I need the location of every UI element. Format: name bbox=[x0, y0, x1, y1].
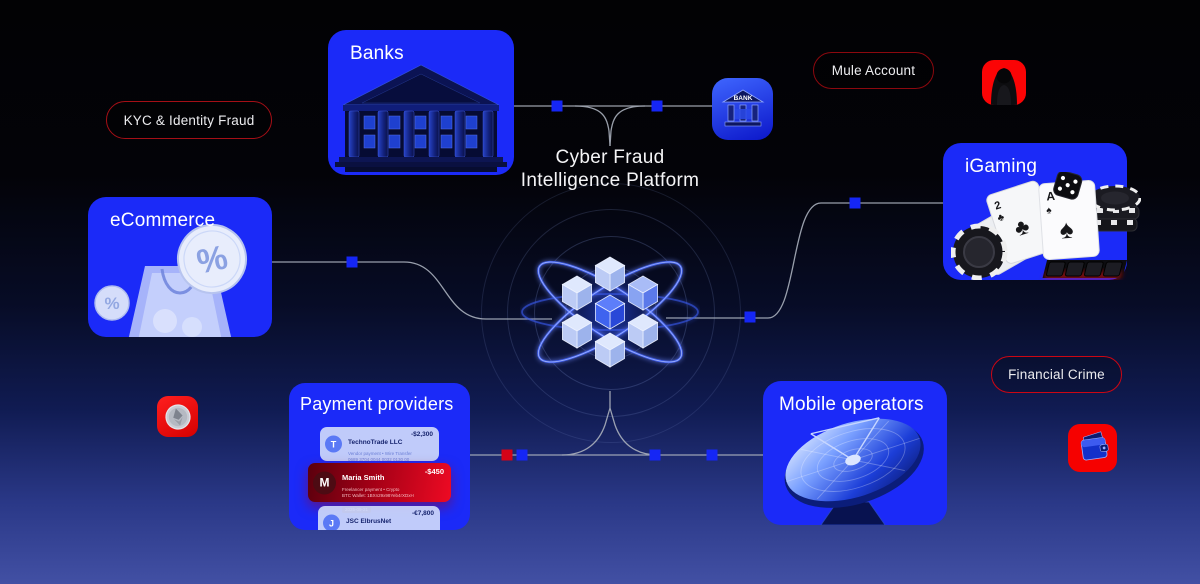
bank-app-icon: BANK bbox=[712, 78, 773, 140]
wallet-icon bbox=[1068, 424, 1117, 472]
connection-node bbox=[516, 449, 528, 461]
poker-chip bbox=[951, 223, 1008, 280]
keyboard bbox=[1042, 260, 1128, 279]
connection-line bbox=[609, 105, 646, 147]
card-ecommerce-title: eCommerce bbox=[110, 210, 216, 231]
svg-text:♣: ♣ bbox=[996, 212, 1006, 225]
card-ecommerce: eCommerce % % bbox=[88, 197, 272, 337]
percent-coin-small: % bbox=[94, 285, 130, 321]
transaction-detail: Freelancer payment • Crypto bbox=[342, 486, 400, 492]
wallet-glyph bbox=[1080, 431, 1109, 461]
ecommerce-image: % % bbox=[94, 224, 247, 337]
bank-glyph: BANK bbox=[721, 89, 764, 127]
avatar: T bbox=[325, 435, 342, 453]
connection-node bbox=[551, 100, 563, 112]
ethereum-glyph bbox=[164, 403, 191, 430]
transaction-row-flagged: M Maria Smith -$450 Freelancer payment •… bbox=[308, 463, 451, 513]
card-mobile-operators-title: Mobile operators bbox=[779, 394, 924, 415]
avatar: J bbox=[323, 514, 340, 530]
transaction-detail: Infrastructure upgrade • Wire Transfer bbox=[346, 530, 434, 531]
connection-node bbox=[346, 256, 358, 268]
connection-line bbox=[666, 202, 943, 319]
hacker-silhouette bbox=[991, 68, 1017, 105]
transaction-detail: Vendor payment • Wire Transfer bbox=[348, 450, 412, 456]
platform-title-line1: Cyber Fraud bbox=[555, 147, 665, 168]
transaction-account: 0689 3704 0044 0032 0130 00 bbox=[348, 457, 410, 462]
platform-core-graphic bbox=[521, 256, 699, 368]
transaction-amount: -$450 bbox=[424, 467, 444, 476]
tag-financial-crime-label: Financial Crime bbox=[1008, 367, 1105, 382]
platform-title-line2: Intelligence Platform bbox=[520, 170, 700, 191]
transaction-row: J JSC ElbrusNet -€7,800 Infrastructure u… bbox=[318, 506, 440, 530]
bank-building-image bbox=[335, 64, 507, 172]
connection-node-red bbox=[501, 449, 513, 461]
connection-node bbox=[706, 449, 718, 461]
tag-kyc-identity-fraud: KYC & Identity Fraud bbox=[106, 101, 272, 139]
transaction-account: BTC Wallet: 1BXn29x98Yeb4rXDxH bbox=[342, 493, 414, 498]
transaction-name: TechnoTrade LLC bbox=[348, 439, 403, 446]
connection-node bbox=[849, 197, 861, 209]
connection-line bbox=[609, 407, 659, 456]
connection-node bbox=[744, 311, 756, 323]
connection-node bbox=[649, 449, 661, 461]
connection-line bbox=[561, 407, 611, 456]
playing-card-spade: A ♠ ♠ bbox=[1038, 180, 1100, 260]
ethereum-coin-icon bbox=[157, 396, 198, 437]
transaction-amount: -$2,300 bbox=[410, 431, 433, 438]
card-payment-providers: Payment providers T TechnoTrade LLC -$2,… bbox=[289, 383, 470, 530]
tag-financial-crime: Financial Crime bbox=[991, 356, 1122, 393]
connection-line bbox=[574, 105, 611, 147]
transaction-name: JSC ElbrusNet bbox=[346, 518, 392, 525]
svg-text:A: A bbox=[1046, 189, 1056, 204]
connection-line bbox=[272, 261, 552, 320]
svg-text:♠: ♠ bbox=[1046, 205, 1053, 216]
connection-node bbox=[651, 100, 663, 112]
hooded-hacker-avatar-icon bbox=[982, 60, 1026, 105]
glass-cubes bbox=[561, 256, 659, 368]
igaming-image: A ♥ 2 ♣ ♣ A ♠ ♠ bbox=[951, 172, 1141, 280]
transaction-name: Maria Smith bbox=[342, 473, 385, 482]
satellite-dish-image bbox=[784, 417, 924, 525]
card-mobile-operators: Mobile operators bbox=[763, 381, 947, 525]
platform-title: Cyber Fraud Intelligence Platform bbox=[460, 146, 760, 192]
transaction-row: T TechnoTrade LLC -$2,300 Vendor payment… bbox=[320, 427, 439, 476]
card-payment-providers-title: Payment providers bbox=[300, 394, 454, 414]
transaction-amount: -€7,800 bbox=[411, 510, 434, 517]
card-igaming: iGaming A ♥ bbox=[943, 143, 1141, 280]
svg-text:♠: ♠ bbox=[1059, 214, 1075, 245]
card-banks: Banks bbox=[328, 30, 514, 175]
tag-kyc-label: KYC & Identity Fraud bbox=[123, 112, 255, 128]
tag-mule-account-label: Mule Account bbox=[831, 63, 916, 78]
orbit-ring bbox=[481, 183, 741, 443]
percent-coin: % bbox=[177, 224, 247, 294]
svg-text:2: 2 bbox=[993, 199, 1003, 212]
avatar: M bbox=[313, 471, 336, 494]
card-banks-title: Banks bbox=[350, 43, 404, 64]
tag-mule-account: Mule Account bbox=[813, 52, 934, 89]
svg-text:%: % bbox=[104, 294, 119, 313]
dice bbox=[1053, 172, 1083, 200]
poker-chip-stack bbox=[1088, 184, 1141, 232]
card-igaming-title: iGaming bbox=[965, 156, 1038, 177]
bank-glyph-label: BANK bbox=[733, 95, 752, 102]
